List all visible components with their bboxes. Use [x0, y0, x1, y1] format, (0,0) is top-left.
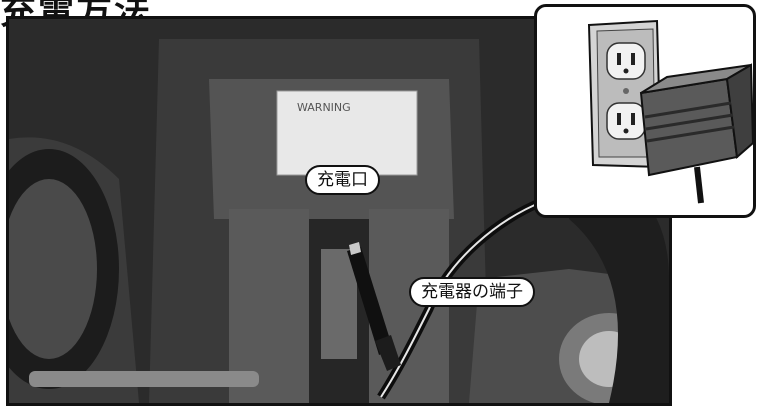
warning-label-text: WARNING	[297, 101, 351, 114]
charger-plug-callout: 充電器の端子	[409, 277, 535, 307]
wall-outlet-icon	[587, 19, 663, 169]
charging-port-callout: 充電口	[305, 165, 380, 195]
dc-plug-icon	[347, 242, 401, 371]
outlet-illustration	[587, 19, 753, 204]
outlet-inset	[534, 4, 756, 218]
machine-illustration: WARNING	[9, 19, 669, 403]
ac-adapter-icon	[639, 63, 753, 204]
